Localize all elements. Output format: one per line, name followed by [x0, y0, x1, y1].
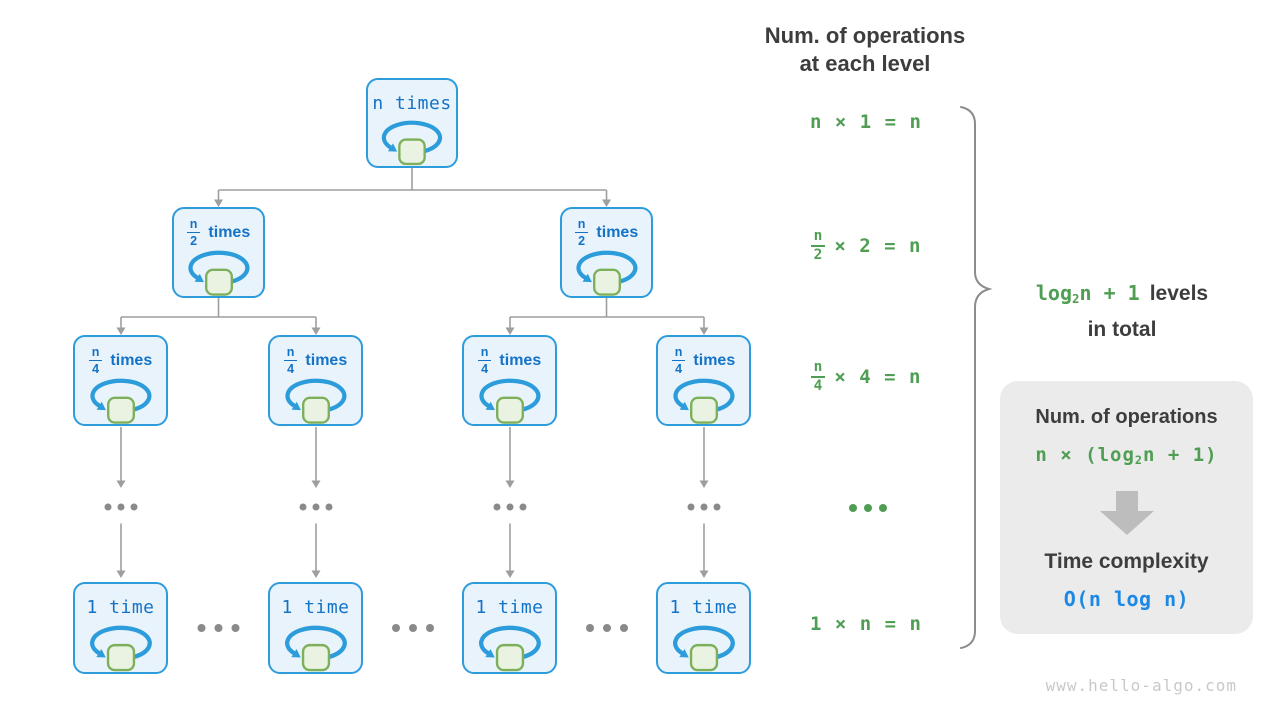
levels-formula: log2n + 1 — [1035, 281, 1140, 307]
loop-body-square — [301, 396, 330, 424]
loop-node-l3-3: n 4 times — [656, 335, 751, 426]
fraction: n 2 — [186, 217, 201, 248]
loop-node-bottom-2: 1 time — [462, 582, 557, 674]
loop-body-square — [204, 268, 233, 296]
loop-node-l2-0: n 2 times — [172, 207, 265, 298]
summary-subtitle: Time complexity — [1044, 550, 1209, 573]
ellipsis-dots-bottom-row — [197, 624, 628, 632]
loop-icon — [672, 625, 735, 672]
curly-brace — [960, 106, 993, 649]
node-label: n 4 times — [283, 345, 347, 377]
fraction: n 4 — [88, 345, 103, 376]
equation-level-2: n 2 × 2 = n — [756, 228, 976, 264]
node-label-text: 1 time — [475, 597, 544, 618]
ellipsis-dots-equations — [849, 504, 887, 512]
node-label: n 4 times — [88, 345, 152, 377]
loop-body-square — [106, 643, 135, 672]
node-label-text: 1 time — [669, 597, 738, 618]
node-label: n 2 times — [574, 217, 638, 249]
loop-icon — [672, 378, 734, 424]
node-label-text: n times — [372, 92, 452, 114]
fraction: n 2 — [574, 217, 589, 248]
loop-body-square — [106, 396, 135, 424]
loop-icon — [575, 250, 637, 296]
summary-result: O(n log n) — [1063, 587, 1190, 611]
loop-body-square — [689, 396, 718, 424]
node-label: 1 time — [669, 592, 737, 624]
node-label: 1 time — [86, 592, 154, 624]
loop-body-square — [495, 643, 524, 672]
connector-arrowheads — [116, 199, 709, 578]
loop-icon — [478, 378, 540, 424]
fraction: n 4 — [810, 359, 826, 395]
loop-node-l2-1: n 2 times — [560, 207, 653, 298]
equation-level-last: 1 × n = n — [810, 613, 922, 635]
node-label: 1 time — [475, 592, 543, 624]
loop-node-root: n times — [366, 78, 458, 168]
column-title-line2: at each level — [799, 51, 931, 76]
loop-icon — [381, 120, 443, 166]
fraction: n 4 — [283, 345, 298, 376]
node-label: 1 time — [281, 592, 349, 624]
node-label-text: 1 time — [86, 597, 155, 618]
loop-icon — [89, 625, 152, 672]
node-label: n 4 times — [477, 345, 541, 377]
connector-lines — [120, 167, 705, 571]
loop-icon — [284, 625, 347, 672]
fraction: n 4 — [671, 345, 686, 376]
equation-level-1: n × 1 = n — [810, 111, 922, 133]
loop-node-l3-1: n 4 times — [268, 335, 363, 426]
loop-body-square — [592, 268, 621, 296]
summary-formula: n × (log2n + 1) — [1035, 444, 1218, 467]
fraction: n 2 — [810, 228, 826, 264]
loop-node-bottom-0: 1 time — [73, 582, 168, 674]
loop-node-bottom-3: 1 time — [656, 582, 751, 674]
node-label: n 2 times — [186, 217, 250, 249]
node-label-text: 1 time — [281, 597, 350, 618]
summary-box: Num. of operations n × (log2n + 1) Time … — [1000, 381, 1253, 634]
fraction: n 4 — [477, 345, 492, 376]
node-label: n 4 times — [671, 345, 735, 377]
column-title-line1: Num. of operations — [764, 23, 966, 48]
loop-icon — [187, 250, 249, 296]
loop-node-l3-2: n 4 times — [462, 335, 557, 426]
loop-body-square — [495, 396, 524, 424]
column-title: Num. of operations at each level — [735, 22, 995, 78]
watermark: www.hello-algo.com — [1045, 676, 1237, 695]
equation-level-3: n 4 × 4 = n — [756, 359, 976, 395]
ellipsis-dots-columns — [104, 503, 721, 511]
loop-body-square — [689, 643, 718, 672]
summary-title: Num. of operations — [1035, 406, 1218, 428]
levels-total-line2: in total — [1087, 318, 1157, 342]
loop-body-square — [301, 643, 330, 672]
loop-node-l3-0: n 4 times — [73, 335, 168, 426]
down-block-arrow-icon — [1000, 491, 1253, 540]
loop-icon — [478, 625, 541, 672]
loop-node-bottom-1: 1 time — [268, 582, 363, 674]
loop-icon — [89, 378, 151, 424]
node-label: n times — [372, 88, 451, 119]
loop-body-square — [398, 138, 426, 166]
loop-icon — [284, 378, 346, 424]
